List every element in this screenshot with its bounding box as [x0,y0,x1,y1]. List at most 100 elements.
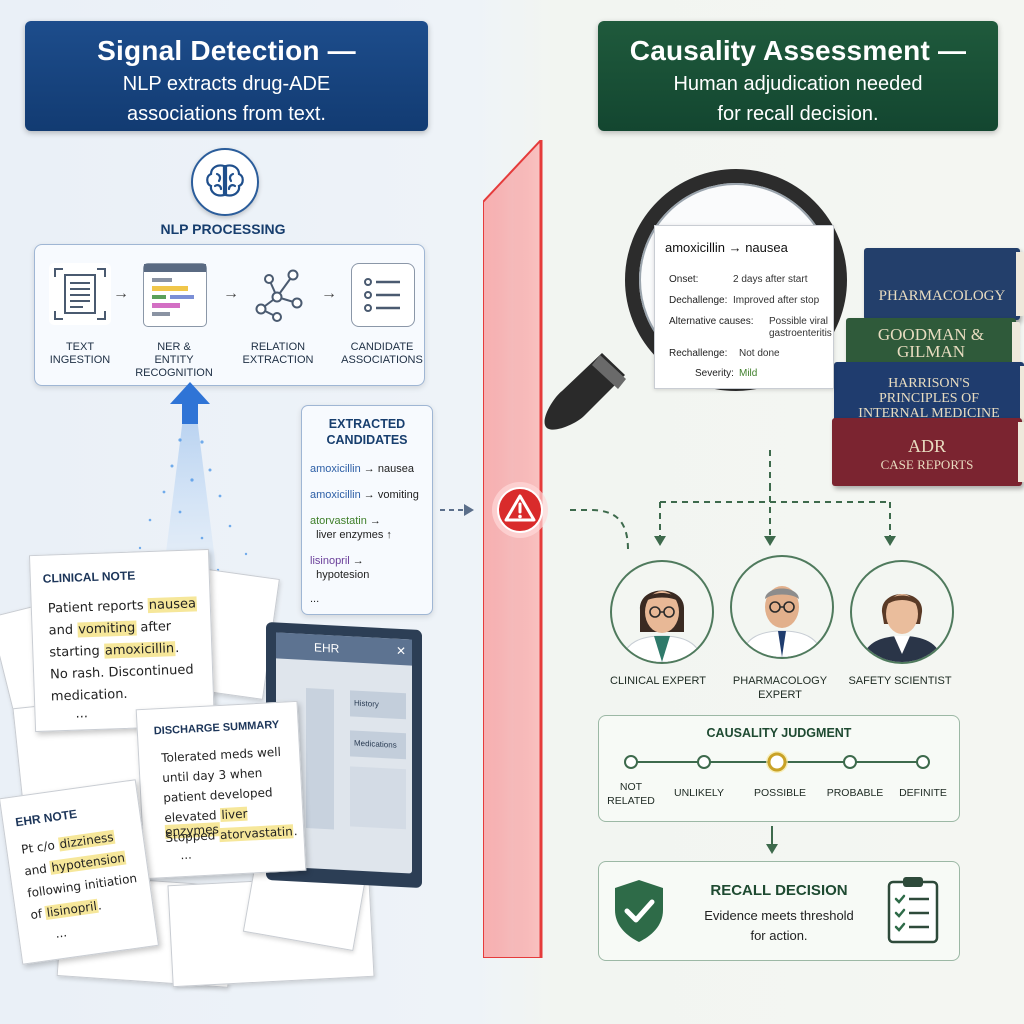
causality-scale [624,751,930,773]
evidence-drug: amoxicillin [665,240,725,255]
upload-arrow-icon [170,382,210,424]
evidence-label: Dechallenge: [669,295,728,306]
scale-label-probable: PROBABLE [826,787,884,799]
text-span: starting [49,643,105,661]
scale-label-definite: DEFINITE [899,787,947,799]
discharge-summary-ellipsis: ... [179,847,193,863]
book-title: GILMAN [897,342,965,361]
text-span: Patient reports [47,598,149,617]
step-3-line1: RELATION [250,341,306,353]
text-span: after [136,619,172,636]
book-title: PHARMACOLOGY [878,288,1006,304]
text-span: . [293,824,298,839]
recall-decision-panel: RECALL DECISION Evidence meets threshold… [598,861,960,961]
evidence-label: Onset: [669,274,699,285]
clinical-expert-avatar [610,560,714,664]
candidate-item: lisinopril → hypotesion [310,555,370,581]
highlight-span: lisinopril [44,898,99,920]
causality-assessment-title: Causality Assessment — [629,35,967,66]
candidate-drug: amoxicillin [310,463,361,475]
clinical-note-title: CLINICAL NOTE [42,568,136,586]
candidates-ellipsis: ... [310,593,320,605]
highlight-span: dizziness [57,829,116,852]
safety-scientist-avatar [850,560,954,664]
text-span: . [96,898,103,913]
causality-assessment-banner: Causality Assessment — Human adjudicatio… [598,21,998,131]
evidence-label: Alternative causes: [669,316,754,327]
expert-label-line: SAFETY SCIENTIST [848,675,952,687]
arrow-right-icon: → [321,285,337,302]
scale-point [843,755,857,769]
expert-connector-lines [570,450,896,551]
candidate-drug: amoxicillin [310,489,361,501]
ehr-tab-history: History [350,690,406,720]
recall-decision-line2: for action. [750,928,808,943]
evidence-label: Rechallenge: [669,348,728,359]
signal-detection-line2: associations from text. [127,103,326,125]
close-icon: ✕ [396,643,407,659]
step-4-line2: ASSOCIATIONS [341,354,423,366]
signal-detection-line1: NLP extracts drug-ADE [122,73,331,95]
candidate-drug: lisinopril [310,555,350,567]
signal-detection-banner: Signal Detection — NLP extracts drug-ADE… [25,21,428,131]
discharge-summary-line: patient developed [162,785,273,806]
book-pages [1016,252,1024,316]
text-span: and [48,622,78,639]
clinical-note-line: Patient reports nausea [47,596,198,617]
candidate-item: amoxicillin → vomiting [310,489,419,501]
clinical-note-line: medication. [50,686,128,705]
pharmacology-expert-avatar [730,555,834,659]
ehr-tab-history-label: History [354,698,379,709]
arrow-down-icon [766,826,778,854]
brain-icon [191,148,259,216]
candidate-effect: hypotesion [316,569,370,581]
candidate-item: atorvastatin → liver enzymes ↑ [310,515,392,541]
extracted-candidates-panel: EXTRACTED CANDIDATES amoxicillin → nause… [301,405,433,615]
text-span: . [174,641,180,657]
evidence-value: 2 days after start [733,274,808,285]
arrow-right-icon: → [113,285,129,302]
ehr-window-title: EHR [314,640,340,656]
scale-point [697,755,711,769]
candidate-drug: atorvastatin [310,515,367,527]
evidence-association: amoxicillin → nausea [665,240,788,255]
clinical-note-line: and vomiting after [48,619,171,638]
book-pages [1020,366,1024,432]
step-2-line2: ENTITY RECOGNITION [135,354,213,379]
step-1-line1: TEXT [65,341,95,353]
candidate-effect: liver enzymes ↑ [316,529,392,541]
arrow-right-icon: → [223,285,239,302]
ehr-note-document: EHR NOTE Pt c/o dizziness and hypotensio… [0,779,160,965]
clinical-note-document: CLINICAL NOTE Patient reports nausea and… [28,548,216,733]
step-2-line1: NER & [157,341,191,353]
step-3-line2: EXTRACTION [242,354,314,366]
evidence-value: gastroenteritis [769,328,832,339]
causality-judgment-panel: CAUSALITY JUDGMENT NOT RELATED UNLIKELY … [598,715,960,822]
step-text-ingestion-label: TEXT INGESTION [25,341,135,367]
evidence-effect: nausea [745,240,788,255]
discharge-summary-title: DISCHARGE SUMMARY [153,718,280,738]
causality-assessment-line1: Human adjudication needed [673,73,923,95]
book-pages [1018,422,1024,482]
expert-label-line: CLINICAL EXPERT [610,675,706,687]
causality-assessment-line2: for recall decision. [717,103,879,125]
nlp-processing-title: NLP PROCESSING [160,221,286,237]
network-icon [247,263,309,325]
ehr-content-block [350,766,406,830]
evidence-label: Severity: [695,368,734,379]
step-4-line1: CANDIDATE [350,341,414,353]
shield-check-icon [615,880,663,942]
expert-label-line: EXPERT [758,689,802,701]
candidates-title: EXTRACTED CANDIDATES [302,416,432,448]
ner-icon [143,263,207,327]
highlight-span: nausea [147,596,198,614]
scale-point [916,755,930,769]
text-span: Pt c/o [20,837,60,857]
signal-detection-title: Signal Detection — [97,35,356,66]
evidence-value: Possible viral [769,316,828,327]
dashed-arrow-icon [440,504,474,516]
clinical-note-line: No rash. Discontinued [49,662,194,683]
recall-decision-title: RECALL DECISION [710,882,848,899]
evidence-value: Mild [739,368,758,379]
highlight-span: atorvastatin [218,824,295,843]
